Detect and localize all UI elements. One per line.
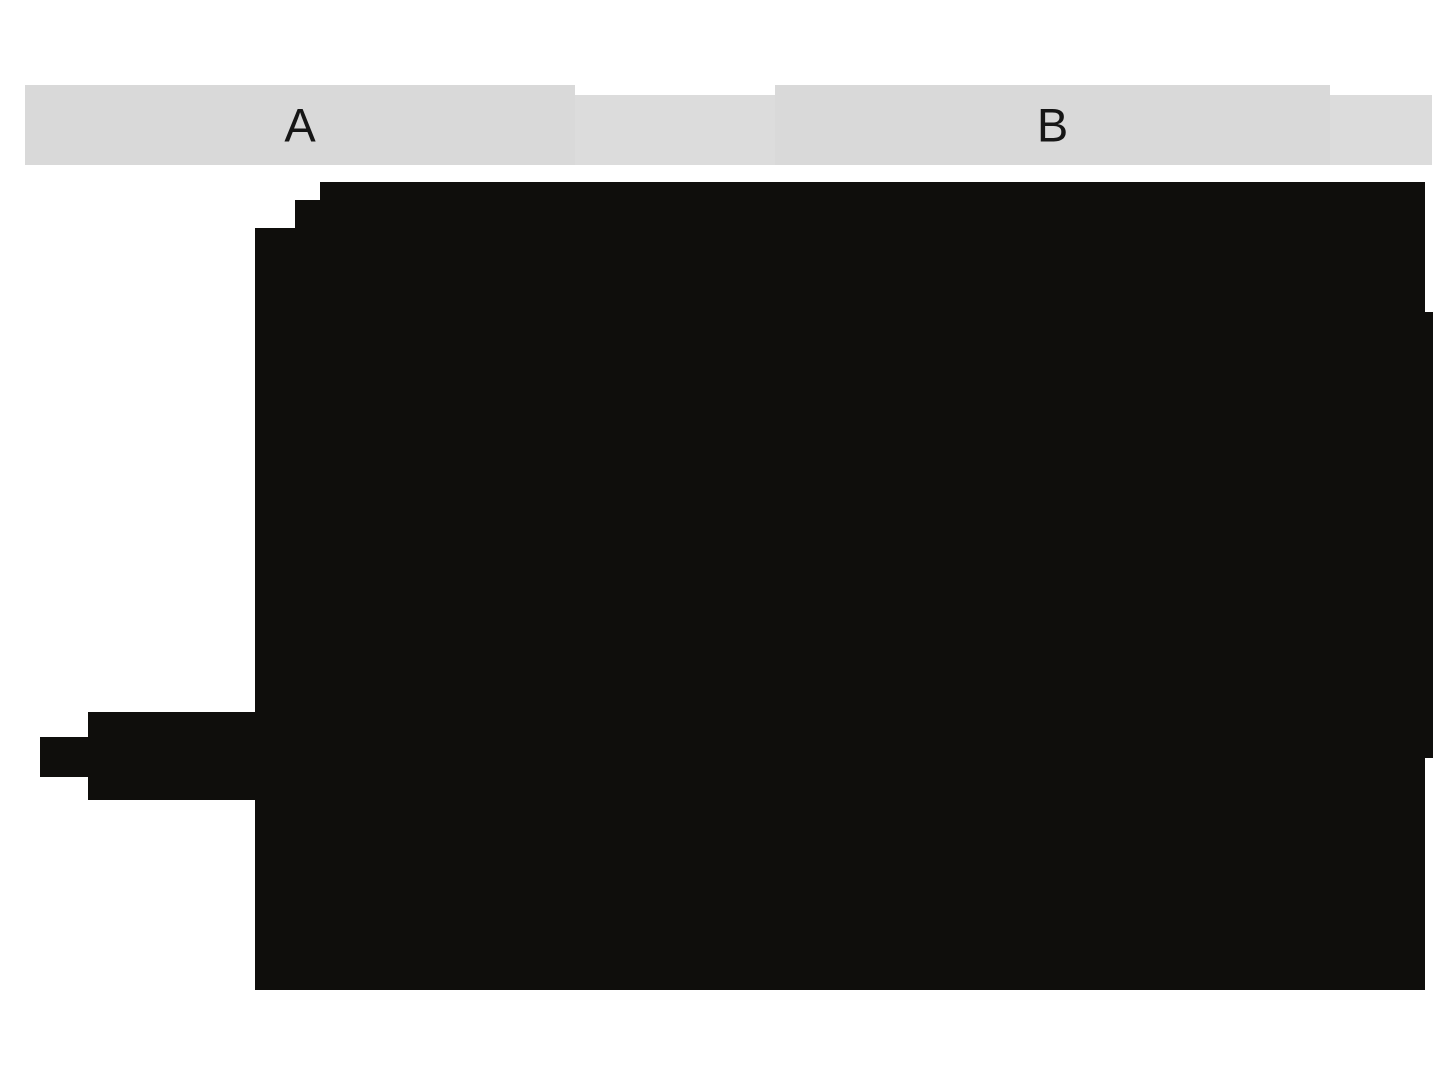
panel-b-label: B — [1036, 98, 1069, 152]
panel-b-header: B — [775, 85, 1330, 165]
panel-a-label: A — [284, 98, 316, 152]
dark-figure-image-shape — [40, 182, 1433, 990]
panel-a-header: A — [25, 85, 575, 165]
